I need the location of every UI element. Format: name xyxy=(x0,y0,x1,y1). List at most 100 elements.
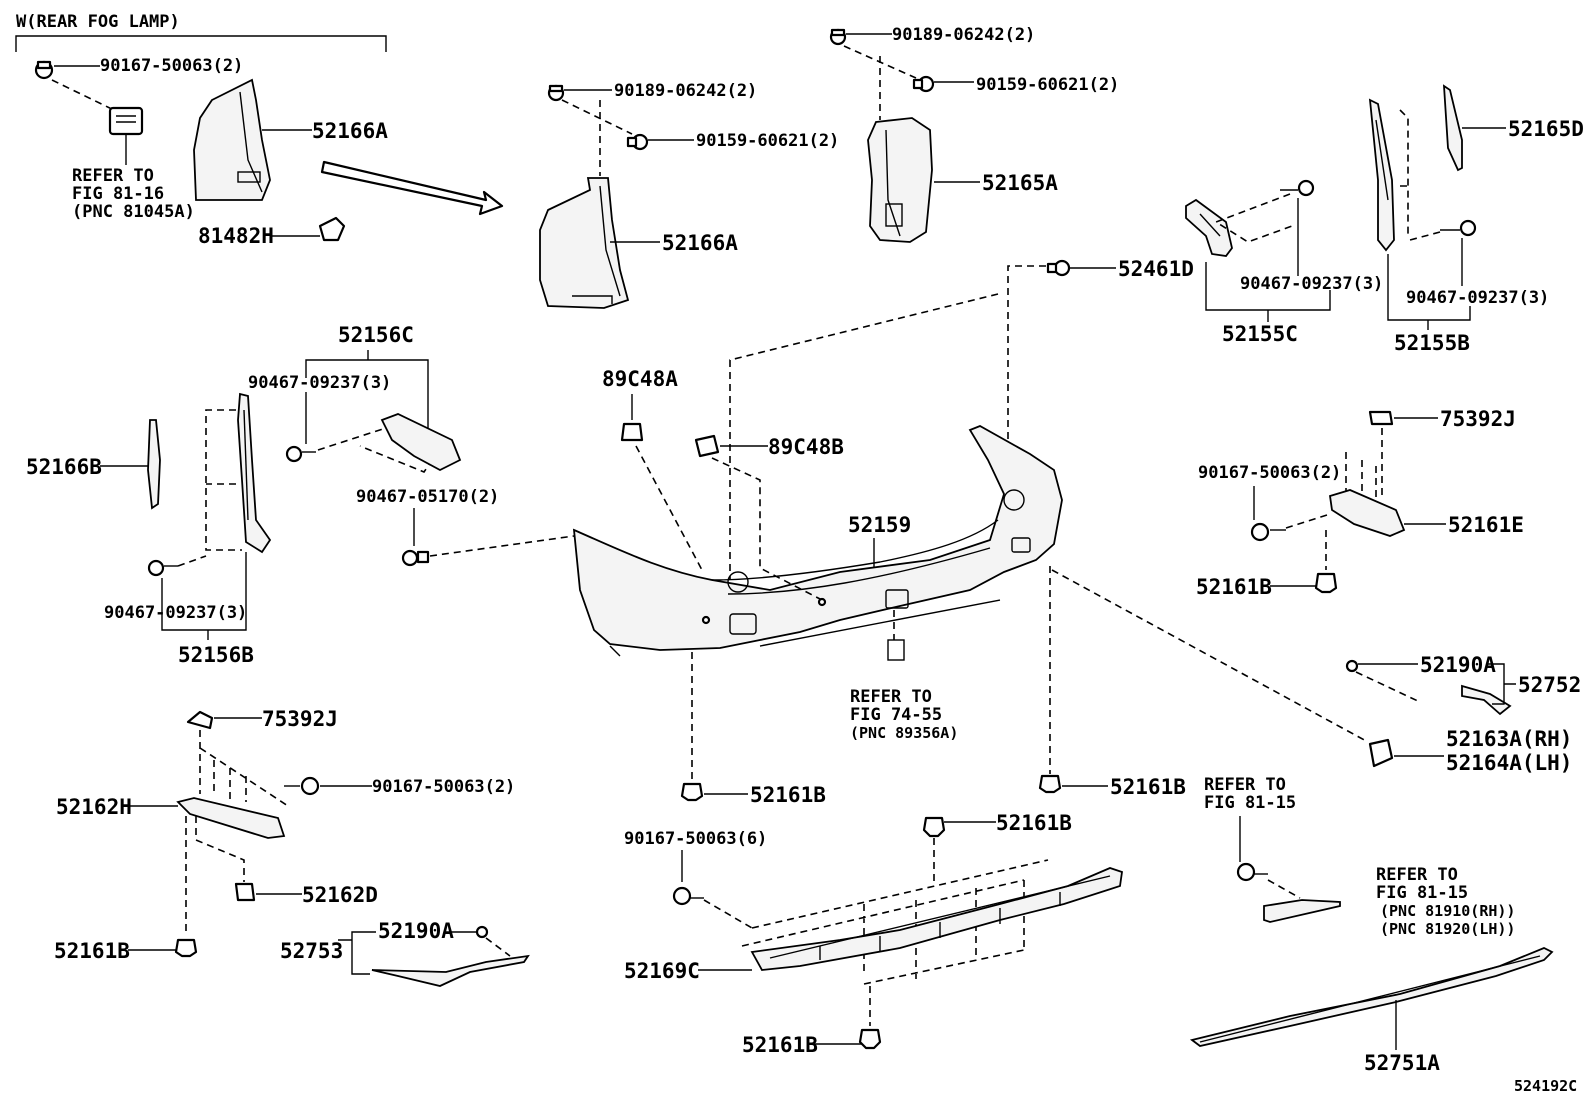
push-clip-icon xyxy=(1314,572,1338,594)
screw-icon xyxy=(829,28,847,46)
fog-lamp-cover-icon xyxy=(193,78,271,201)
part-label[interactable]: 52461D xyxy=(1118,257,1194,281)
part-label[interactable]: 75392J xyxy=(1440,407,1516,431)
part-label[interactable]: 90167-50063(2) xyxy=(1198,463,1341,483)
part-label[interactable]: 52161E xyxy=(1448,513,1524,537)
part-label[interactable]: 75392J xyxy=(262,707,338,731)
part-label[interactable]: 52169C xyxy=(624,959,700,983)
part-label[interactable]: 52161B xyxy=(54,939,130,963)
part-label[interactable]: 52752 xyxy=(1518,673,1581,697)
direction-arrow-icon xyxy=(320,160,504,216)
part-label[interactable]: 52161B xyxy=(1196,575,1272,599)
part-label[interactable]: 52165A xyxy=(982,171,1058,195)
reflector-cover-icon xyxy=(1368,738,1394,768)
garnish-icon xyxy=(1461,684,1512,716)
part-label[interactable]: 90167-50063(2) xyxy=(100,56,243,76)
part-label[interactable]: 52161B xyxy=(1110,775,1186,799)
part-label[interactable]: 52190A xyxy=(378,919,454,943)
bracket-icon xyxy=(380,413,462,472)
bolt-icon xyxy=(284,776,320,796)
part-label[interactable]: 90467-09237(3) xyxy=(104,603,247,623)
variant-bracket xyxy=(15,35,387,52)
part-label[interactable]: 52162H xyxy=(56,795,132,819)
push-clip-icon xyxy=(174,938,198,958)
molding-icon xyxy=(1263,899,1341,923)
bumper-side-cover-icon xyxy=(539,177,630,309)
clip-icon xyxy=(1368,410,1394,426)
part-label[interactable]: 90159-60621(2) xyxy=(696,131,839,151)
bracket-icon xyxy=(1185,198,1233,257)
part-label[interactable]: 81482H xyxy=(198,224,274,248)
refer-text[interactable]: FIG 81-15 xyxy=(1376,883,1468,903)
clip-icon xyxy=(108,106,144,136)
screw-icon xyxy=(34,60,54,80)
part-label[interactable]: 90159-60621(2) xyxy=(976,75,1119,95)
bolt-icon xyxy=(1250,522,1286,542)
part-label[interactable]: 52161B xyxy=(750,783,826,807)
part-label[interactable]: 52166A xyxy=(662,231,738,255)
clip-icon xyxy=(1046,259,1071,277)
push-clip-icon xyxy=(1038,774,1062,794)
part-label[interactable]: 52159 xyxy=(848,513,911,537)
bolt-icon xyxy=(285,445,316,463)
refer-text[interactable]: (PNC 89356A) xyxy=(850,724,958,742)
part-label[interactable]: 90167-50063(2) xyxy=(372,777,515,797)
bolt-icon xyxy=(147,559,178,577)
part-label[interactable]: 52162D xyxy=(302,883,378,907)
clip-icon xyxy=(186,710,214,730)
bolt-icon xyxy=(1280,179,1315,197)
lower-bracket-icon xyxy=(176,797,286,839)
part-label[interactable]: 52166A xyxy=(312,119,388,143)
part-label[interactable]: 52166B xyxy=(26,455,102,479)
refer-text[interactable]: REFER TO xyxy=(1376,865,1458,885)
bracket-icon xyxy=(1328,489,1406,537)
clip-icon xyxy=(318,216,346,242)
diagram-code: 524192C xyxy=(1514,1077,1577,1095)
part-label[interactable]: 90467-09237(3) xyxy=(248,373,391,393)
refer-text[interactable]: (PNC 81045A) xyxy=(72,202,195,222)
refer-text[interactable]: (PNC 81920(LH)) xyxy=(1380,920,1515,938)
refer-text[interactable]: FIG 74-55 xyxy=(850,705,942,725)
refer-text[interactable]: (PNC 81910(RH)) xyxy=(1380,902,1515,920)
screw-icon xyxy=(547,84,565,102)
nut-icon xyxy=(626,133,649,151)
refer-text[interactable]: REFER TO xyxy=(1204,775,1286,795)
part-label[interactable]: 52164A(LH) xyxy=(1446,751,1572,775)
clip-icon xyxy=(694,434,720,458)
clip-icon xyxy=(401,549,430,567)
part-label[interactable]: 52155B xyxy=(1394,331,1470,355)
part-label[interactable]: 52156B xyxy=(178,643,254,667)
part-label[interactable]: 90467-09237(3) xyxy=(1240,274,1383,294)
part-label[interactable]: 90167-50063(6) xyxy=(624,829,767,849)
part-label[interactable]: 52163A(RH) xyxy=(1446,727,1572,751)
refer-text[interactable]: REFER TO xyxy=(72,166,154,186)
part-label[interactable]: 52751A xyxy=(1364,1051,1440,1075)
part-label[interactable]: 52155C xyxy=(1222,322,1298,346)
long-bracket-icon xyxy=(237,392,272,554)
part-label[interactable]: 90467-05170(2) xyxy=(356,487,499,507)
push-clip-icon xyxy=(922,816,946,838)
part-label[interactable]: 52161B xyxy=(742,1033,818,1057)
part-label[interactable]: 90467-09237(3) xyxy=(1406,288,1549,308)
refer-text[interactable]: REFER TO xyxy=(850,687,932,707)
part-label[interactable]: 52190A xyxy=(1420,653,1496,677)
rear-bracket-icon xyxy=(867,117,933,243)
clip-icon xyxy=(234,882,256,902)
bumper-protector-icon xyxy=(1189,947,1554,1047)
molding-icon xyxy=(1442,84,1463,172)
part-label[interactable]: 90189-06242(2) xyxy=(892,25,1035,45)
part-label[interactable]: 52753 xyxy=(280,939,343,963)
part-label[interactable]: 89C48A xyxy=(602,367,678,391)
part-label[interactable]: 52156C xyxy=(338,323,414,347)
nut-icon xyxy=(912,75,935,93)
refer-text[interactable]: FIG 81-15 xyxy=(1204,793,1296,813)
part-label[interactable]: 52161B xyxy=(996,811,1072,835)
part-label[interactable]: 90189-06242(2) xyxy=(614,81,757,101)
refer-text[interactable]: FIG 81-16 xyxy=(72,184,164,204)
part-label[interactable]: 52165D xyxy=(1508,117,1584,141)
long-bracket-icon xyxy=(1368,98,1395,252)
part-label[interactable]: 89C48B xyxy=(768,435,844,459)
push-clip-icon xyxy=(680,782,704,802)
bolt-icon xyxy=(1236,862,1268,882)
